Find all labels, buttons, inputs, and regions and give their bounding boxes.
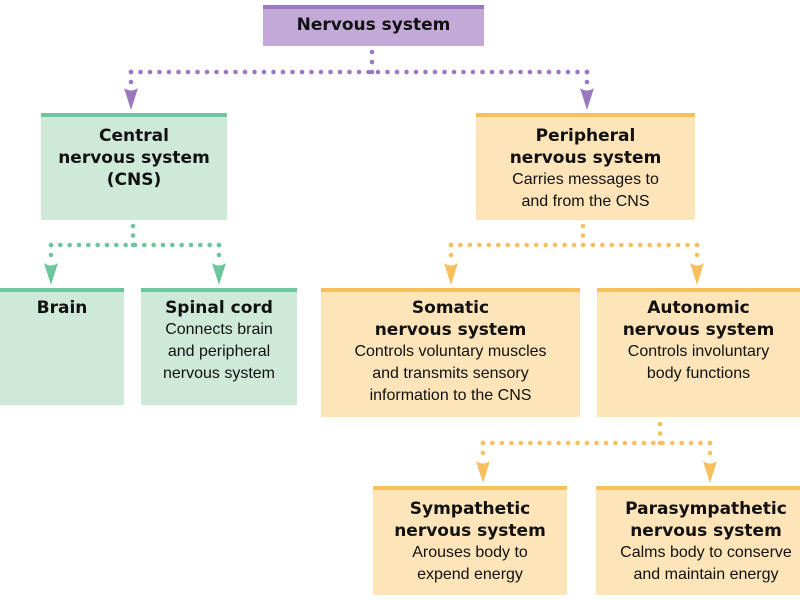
connector-branch xyxy=(128,69,590,75)
node-description-line: and from the CNS xyxy=(521,193,650,210)
arrowhead-icon xyxy=(703,461,717,483)
node-title-line: (CNS) xyxy=(106,170,162,190)
node-accent-bar xyxy=(41,113,227,117)
node-title-line: nervous system xyxy=(58,148,210,168)
connector-drop xyxy=(480,440,486,456)
node-description-line: Connects brain xyxy=(165,321,273,338)
node-accent-bar xyxy=(597,288,800,292)
connector-drop xyxy=(48,242,54,258)
node-accent-bar xyxy=(141,288,297,292)
node-description-line: and maintain energy xyxy=(633,566,779,583)
node-description-line: nervous system xyxy=(162,365,276,382)
node-title-line: Parasympathetic xyxy=(625,499,787,519)
node-description-line: Arouses body to xyxy=(412,544,528,561)
node-brain: Brain xyxy=(0,288,124,405)
connector-drop xyxy=(707,440,713,456)
node-title-line: Peripheral xyxy=(535,126,636,146)
node-title-line: nervous system xyxy=(622,320,775,340)
node-description-line: and transmits sensory xyxy=(372,365,529,382)
node-parasympathetic-nervous-system: Parasympathetic nervous system Calms bod… xyxy=(596,486,800,595)
arrowhead-icon xyxy=(476,461,490,483)
node-title-line: nervous system xyxy=(394,521,546,541)
node-description-line: Controls involuntary xyxy=(627,343,770,360)
arrowhead-icon xyxy=(580,88,594,110)
node-title: Brain xyxy=(36,298,88,318)
node-sympathetic-nervous-system: Sympathetic nervous system Arouses body … xyxy=(373,486,567,595)
arrowhead-icon xyxy=(124,88,138,110)
node-title-line: Somatic xyxy=(411,298,490,318)
connector-drop xyxy=(694,242,700,258)
connector-branch xyxy=(480,440,713,446)
connector-drop xyxy=(216,242,222,258)
connector-drop xyxy=(584,69,590,85)
arrowhead-icon xyxy=(212,263,226,285)
node-spinal-cord: Spinal cord Connects brain and periphera… xyxy=(141,288,297,405)
node-description-line: body functions xyxy=(646,365,751,382)
node-description-line: Carries messages to xyxy=(512,171,659,188)
node-title: Spinal cord xyxy=(165,298,273,318)
node-accent-bar xyxy=(321,288,580,292)
connector-drop xyxy=(128,69,134,85)
node-peripheral-nervous-system: Peripheral nervous system Carries messag… xyxy=(476,113,695,220)
connector-drop xyxy=(448,242,454,258)
node-description-line: expend energy xyxy=(417,566,523,583)
node-description-line: Controls voluntary muscles xyxy=(354,343,547,360)
node-title-line: nervous system xyxy=(509,148,662,168)
node-description-line: and peripheral xyxy=(167,343,271,360)
node-nervous-system: Nervous system xyxy=(263,5,484,46)
arrowhead-icon xyxy=(690,263,704,285)
node-accent-bar xyxy=(476,113,695,117)
node-description-line: information to the CNS xyxy=(369,387,532,404)
connector-branch xyxy=(48,242,222,248)
node-accent-bar xyxy=(596,486,800,490)
node-title: Nervous system xyxy=(296,15,451,35)
node-somatic-nervous-system: Somatic nervous system Controls voluntar… xyxy=(321,288,580,417)
connector-branch xyxy=(448,242,700,248)
node-title-line: nervous system xyxy=(374,320,527,340)
node-accent-bar xyxy=(373,486,567,490)
node-description-line: Calms body to conserve xyxy=(620,544,792,561)
node-title-line: Central xyxy=(99,126,169,146)
node-autonomic-nervous-system: Autonomic nervous system Controls involu… xyxy=(597,288,800,417)
arrowhead-icon xyxy=(444,263,458,285)
node-central-nervous-system: Central nervous system (CNS) xyxy=(41,113,227,220)
node-title-line: Sympathetic xyxy=(409,499,531,519)
connector-trunk xyxy=(369,49,375,75)
node-title-line: Autonomic xyxy=(647,298,750,318)
arrowhead-icon xyxy=(44,263,58,285)
node-title-line: nervous system xyxy=(630,521,782,541)
node-accent-bar xyxy=(0,288,124,292)
node-accent-bar xyxy=(263,5,484,9)
